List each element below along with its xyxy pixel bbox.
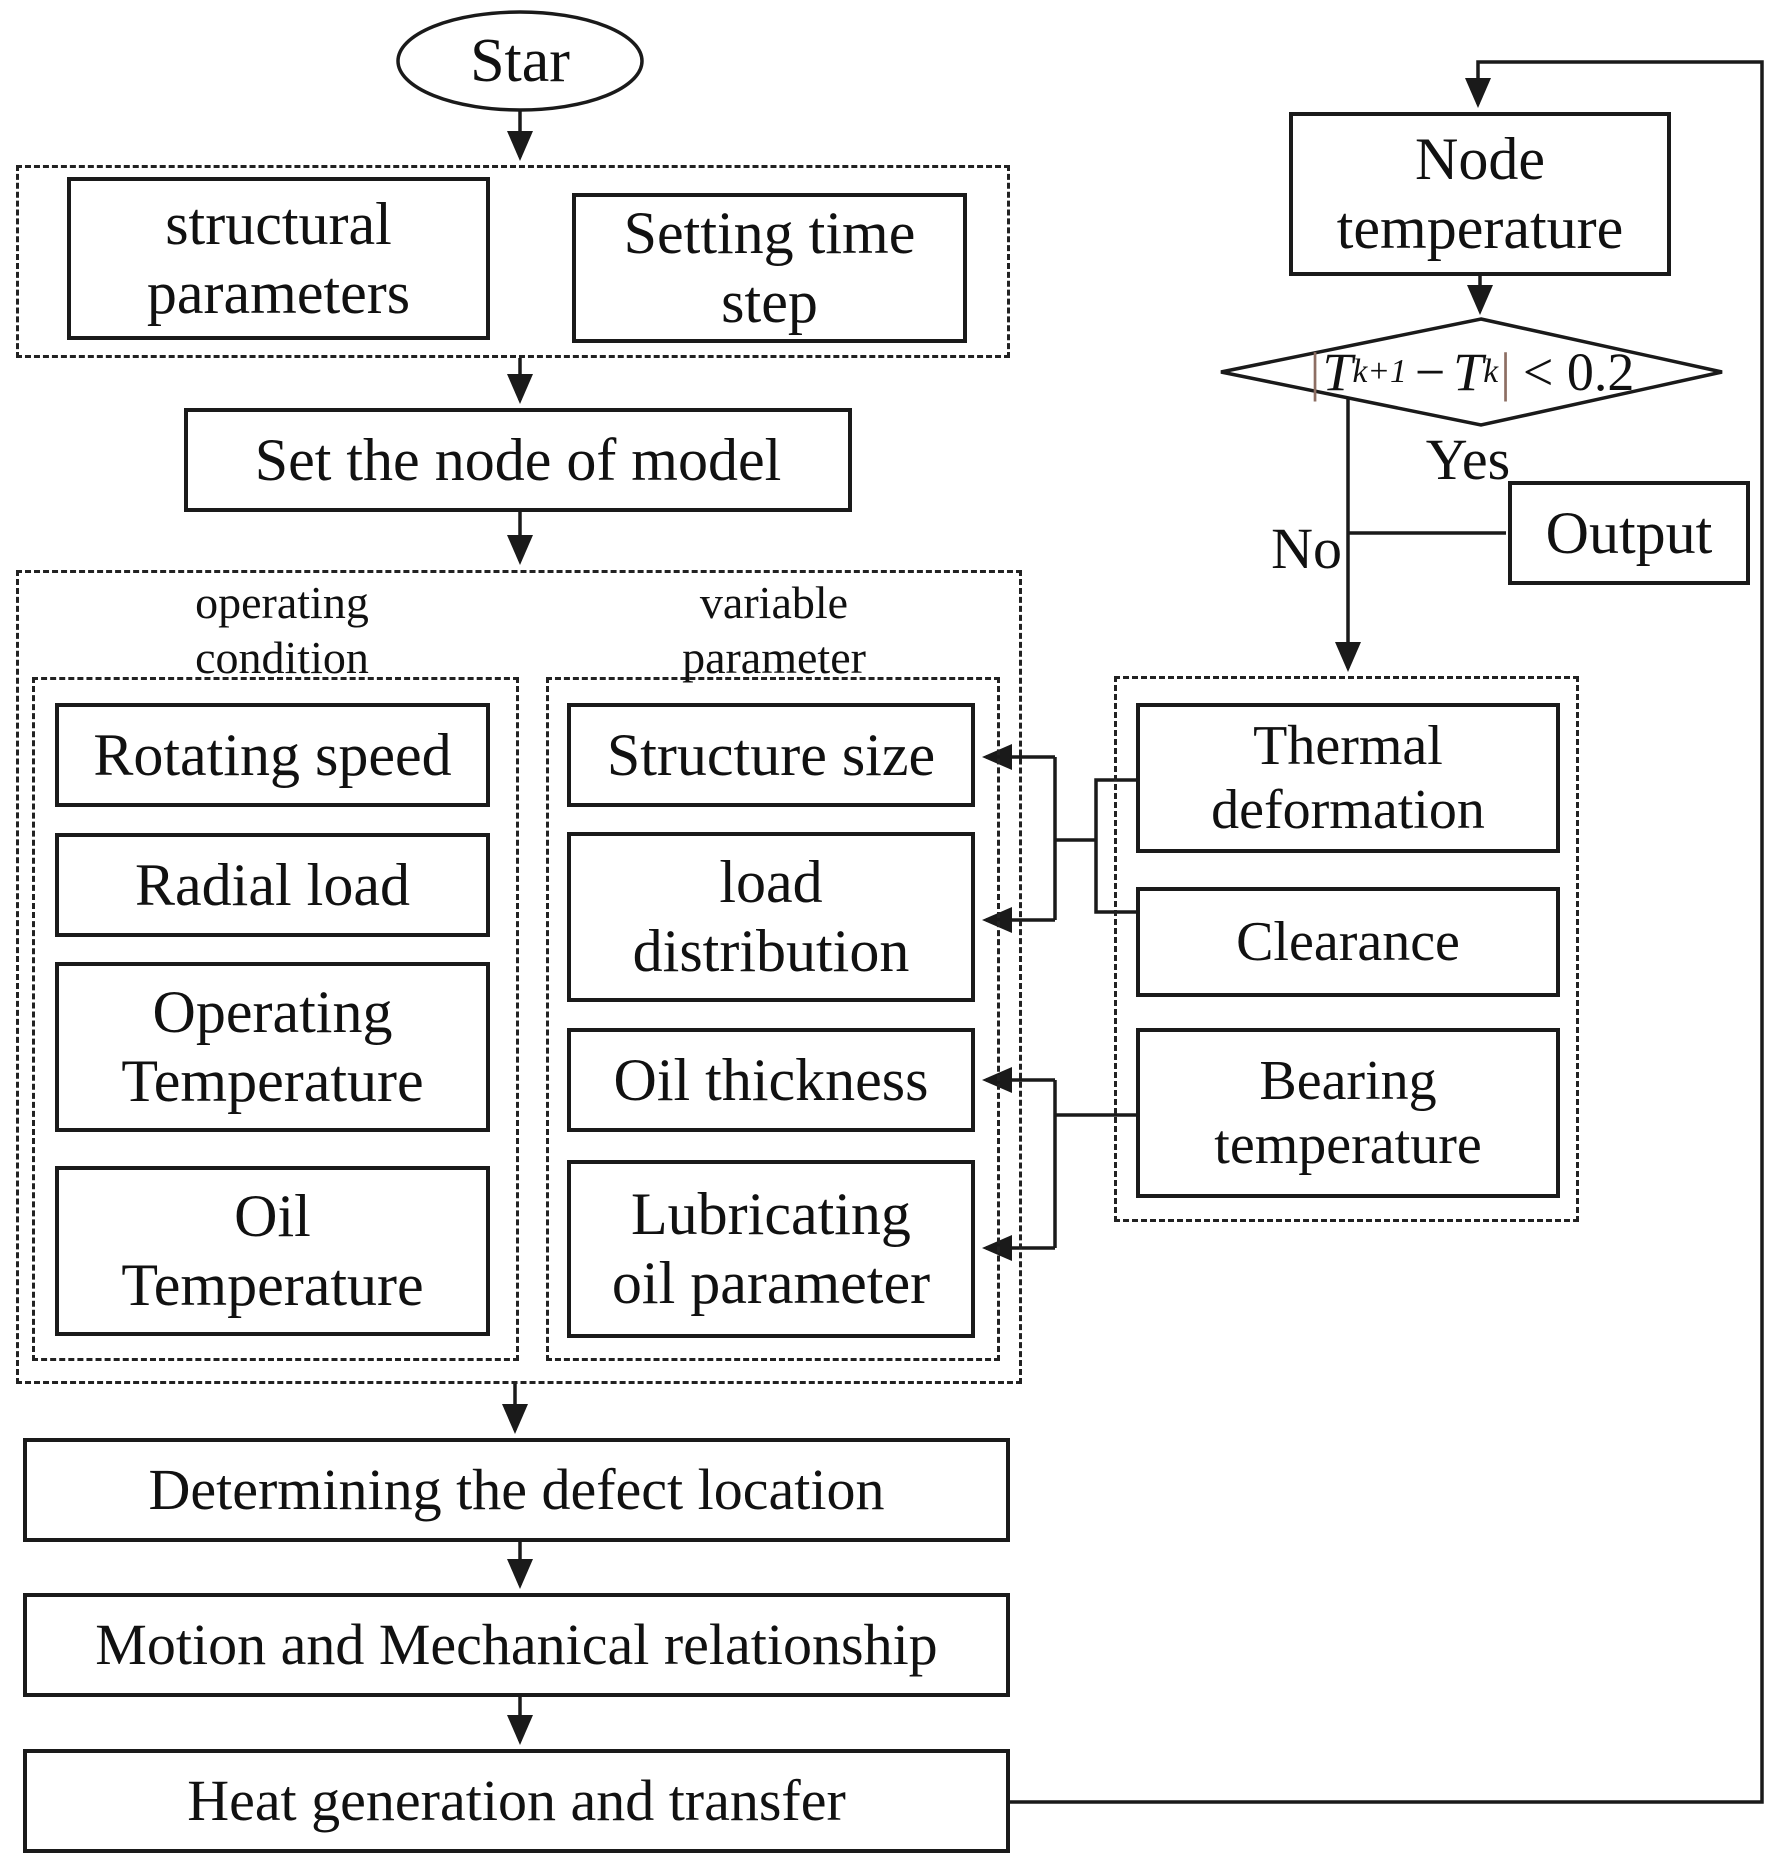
structural-parameters-box: structural parameters [67,177,490,340]
parameters-group-box [16,570,1022,1384]
operating-condition-label: operating condition [195,576,369,683]
subscript-k-plus-1: k+1 [1352,353,1407,390]
operating-temperature-box: Operating Temperature [55,962,490,1132]
motion-mechanical-relationship-box: Motion and Mechanical relationship [23,1593,1010,1697]
start-terminator-label: Star [470,26,570,95]
operating-condition-group-box [32,677,519,1361]
oil-thickness-box: Oil thickness [567,1028,975,1132]
lubricating-oil-parameter-box: Lubricating oil parameter [567,1160,975,1338]
threshold-value: < 0.2 [1522,342,1635,402]
feedback-line [1010,60,1764,1804]
variable-parameter-label: variable parameter [682,576,866,683]
rotating-speed-box: Rotating speed [55,703,490,807]
yes-branch-label: Yes [1425,426,1511,492]
structure-size-box: Structure size [567,703,975,807]
node-temperature-box: Node temperature [1289,112,1671,276]
oil-temperature-box: Oil Temperature [55,1166,490,1336]
temp-symbol-current: T [1453,342,1484,402]
abs-bar-left: | [1309,342,1321,402]
setting-time-step-box: Setting time step [572,193,967,343]
bearing-temperature-box: Bearing temperature [1136,1028,1560,1198]
load-distribution-box: load distribution [567,832,975,1002]
output-box: Output [1508,481,1750,585]
temp-symbol-next: T [1322,342,1353,402]
heat-generation-transfer-box: Heat generation and transfer [23,1749,1010,1853]
minus-sign: − [1414,342,1446,402]
thermal-deformation-box: Thermal deformation [1136,703,1560,853]
subscript-k: k [1483,353,1499,390]
init-group-box [16,165,1010,358]
abs-bar-right: | [1500,342,1511,402]
variable-parameter-group-box [546,677,1000,1361]
no-branch-label: No [1271,515,1342,581]
determining-defect-location-box: Determining the defect location [23,1438,1010,1542]
decision-diamond [1220,317,1723,427]
radial-load-box: Radial load [55,833,490,937]
set-node-of-model-box: Set the node of model [184,408,852,512]
clearance-box: Clearance [1136,887,1560,997]
thermal-results-group-box [1114,676,1579,1222]
